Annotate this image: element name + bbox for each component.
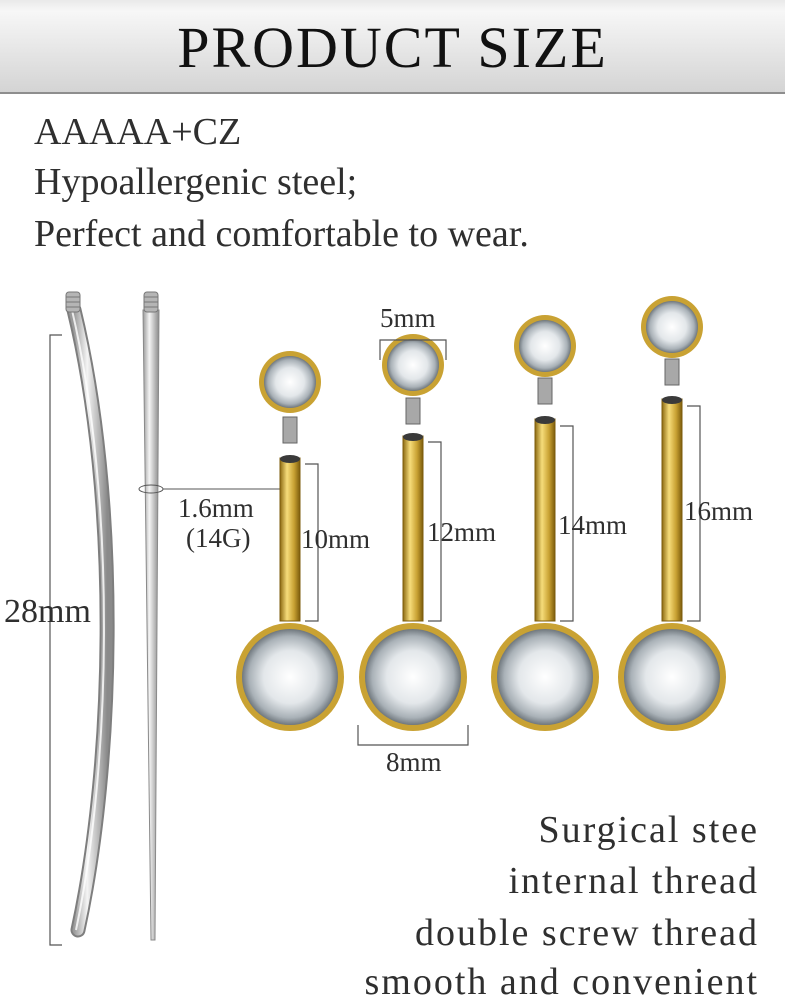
gauge-14g-label: (14G) <box>186 523 251 553</box>
feature-surgical-steel: Surgical stee <box>538 809 759 851</box>
bar-16mm-label: 16mm <box>684 496 754 526</box>
gauge-mm-label: 1.6mm <box>178 493 254 523</box>
feature-smooth-convenient: smooth and convenient <box>364 961 759 1003</box>
barbell-14mm <box>491 315 599 731</box>
spec-comfort: Perfect and comfortable to wear. <box>34 213 529 255</box>
straight-bar-illustration <box>138 291 292 941</box>
bar-12mm-label: 12mm <box>427 517 497 547</box>
feature-double-screw-thread: double screw thread <box>415 912 759 954</box>
title-banner: PRODUCT SIZE <box>0 0 785 94</box>
curved-bar-illustration <box>65 291 115 938</box>
page-title: PRODUCT SIZE <box>177 15 608 80</box>
feature-internal-thread: internal thread <box>508 860 759 902</box>
length-28mm-label: 28mm <box>4 593 91 630</box>
bottom-gem-8mm-label: 8mm <box>386 747 442 777</box>
bar-10mm-label: 10mm <box>301 524 371 554</box>
bar-14mm-label: 14mm <box>558 510 628 540</box>
barbell-10mm <box>236 351 344 731</box>
spec-material: Hypoallergenic steel; <box>34 161 358 203</box>
spec-gem-grade: AAAAA+CZ <box>34 111 242 153</box>
top-gem-5mm-label: 5mm <box>380 303 436 333</box>
barbell-12mm <box>357 334 469 746</box>
barbell-16mm <box>618 296 726 731</box>
